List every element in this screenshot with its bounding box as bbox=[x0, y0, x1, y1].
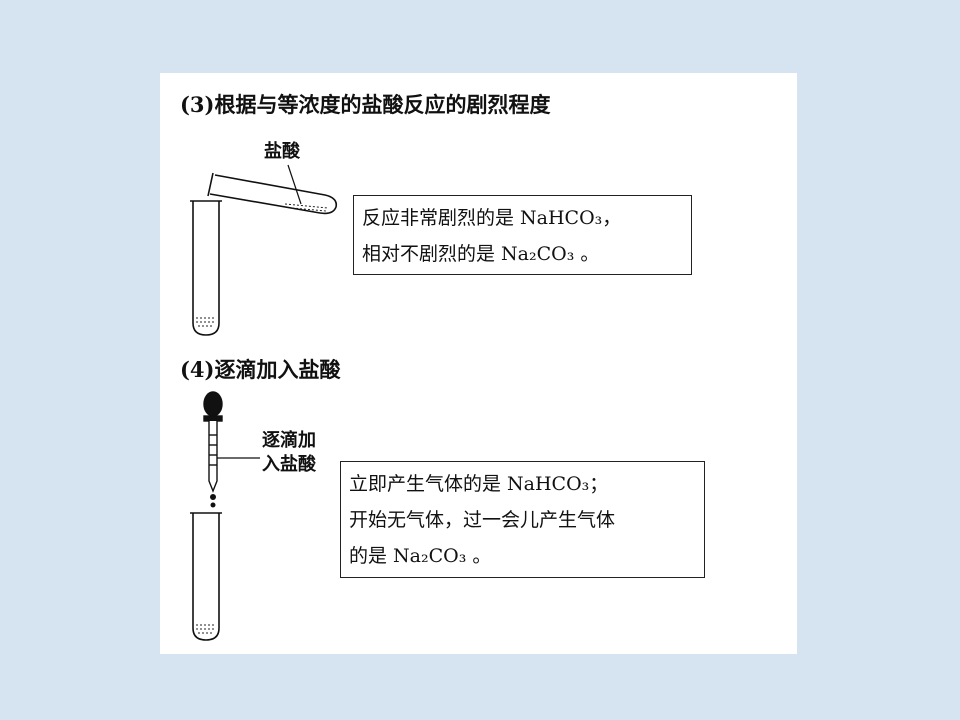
apparatus-diagram bbox=[190, 164, 338, 641]
dropper bbox=[203, 391, 223, 493]
section-4-result-line-1: 立即产生气体的是 NaHCO₃； bbox=[349, 473, 609, 495]
acid-drops bbox=[210, 494, 216, 508]
dropwise-acid-label: 逐滴加 入盐酸 bbox=[262, 429, 316, 477]
liquid-in-tube-3 bbox=[196, 317, 216, 327]
section-4-title: (4)逐滴加入盐酸 bbox=[180, 357, 341, 382]
dropwise-acid-label-line-1: 逐滴加 bbox=[262, 430, 316, 451]
test-tube-upright-4 bbox=[190, 512, 222, 641]
section-3-result-line-2: 相对不剧烈的是 Na₂CO₃ 。 bbox=[362, 243, 600, 265]
liquid-in-tube-4 bbox=[196, 624, 216, 634]
test-tube-upright-3 bbox=[190, 200, 222, 336]
section-3-result-line-1: 反应非常剧烈的是 NaHCO₃， bbox=[362, 207, 622, 229]
section-4-result-line-2: 开始无气体，过一会儿产生气体 bbox=[349, 509, 616, 531]
acid-liquid-tilted bbox=[284, 203, 329, 212]
section-4-result-box: 立即产生气体的是 NaHCO₃； 开始无气体，过一会儿产生气体 的是 Na₂CO… bbox=[340, 461, 705, 578]
tilted-tube-with-acid bbox=[207, 172, 338, 215]
dropwise-acid-label-line-2: 入盐酸 bbox=[262, 454, 316, 475]
slide-content: (3)根据与等浓度的盐酸反应的剧烈程度 bbox=[160, 73, 797, 654]
section-3-result-box: 反应非常剧烈的是 NaHCO₃， 相对不剧烈的是 Na₂CO₃ 。 bbox=[353, 195, 692, 275]
section-4-result-line-3: 的是 Na₂CO₃ 。 bbox=[349, 545, 492, 567]
section-3-title: (3)根据与等浓度的盐酸反应的剧烈程度 bbox=[180, 92, 551, 117]
acid-label: 盐酸 bbox=[264, 141, 300, 162]
acid-label-pointer bbox=[287, 164, 302, 205]
